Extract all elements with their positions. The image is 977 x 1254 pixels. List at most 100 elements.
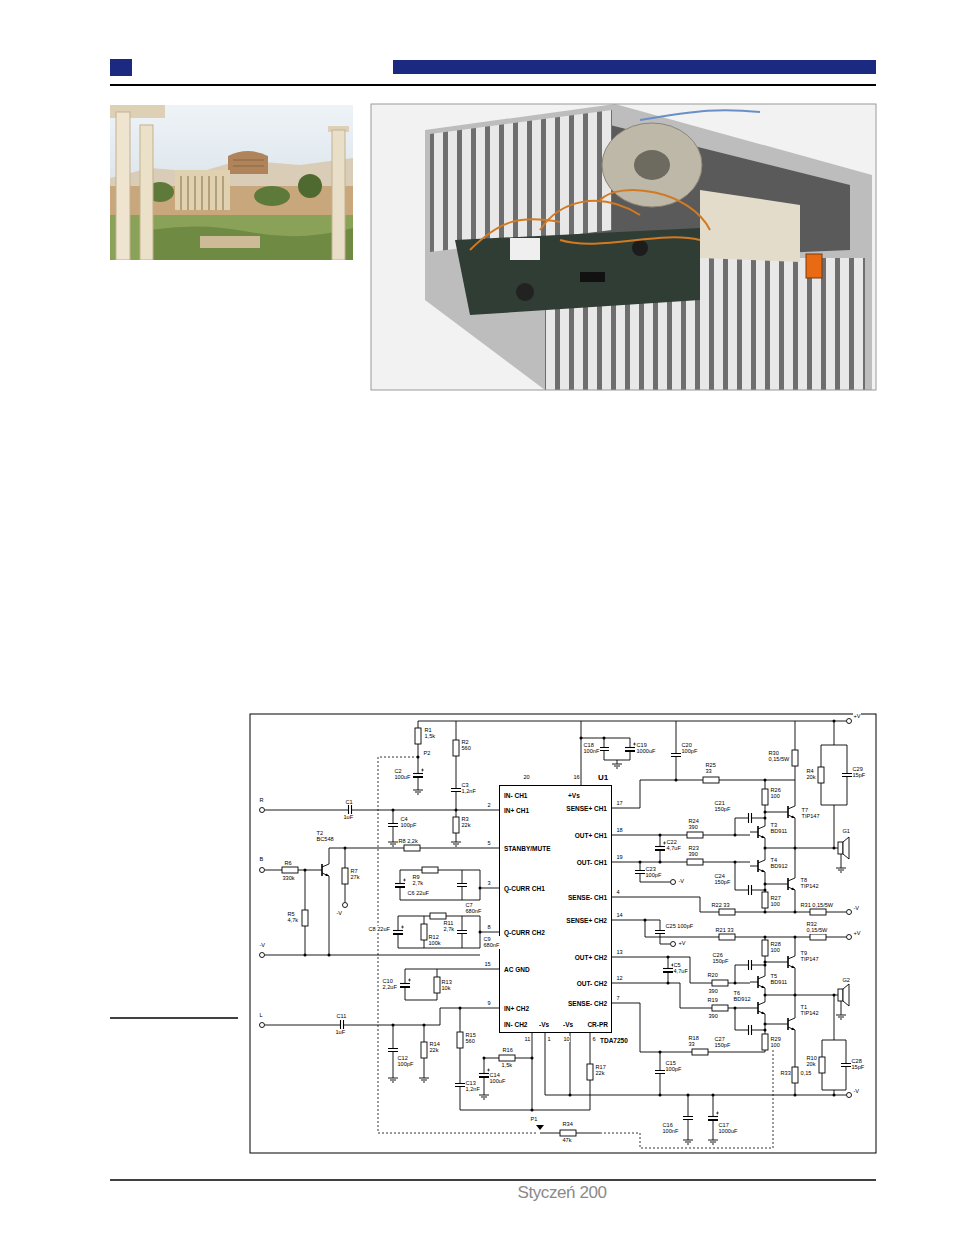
junction-dot xyxy=(659,1094,662,1097)
photo-frame xyxy=(371,104,876,390)
junction-dot xyxy=(734,834,737,837)
part-label: +V xyxy=(678,940,686,946)
part-label: C19 1000uF xyxy=(636,742,656,755)
electrolytic-symbol xyxy=(707,1112,719,1122)
pin-name: SENSE+ CH2 xyxy=(566,917,607,924)
capacitor-symbol xyxy=(456,931,468,934)
part-label: T8 TIP142 xyxy=(800,877,819,890)
part-label: R27 100 xyxy=(770,895,781,908)
pin-number: 15 xyxy=(484,961,491,967)
part-label: C10 2,2uF xyxy=(382,978,397,991)
resistor-symbol xyxy=(687,859,703,865)
pin-number: 11 xyxy=(524,1036,531,1042)
junction-dot xyxy=(833,847,836,850)
terminal-symbol xyxy=(847,935,852,940)
part-label: R xyxy=(259,797,264,803)
resistor-symbol xyxy=(792,750,798,766)
terminal-symbol xyxy=(343,903,348,908)
electrolytic-symbol xyxy=(412,769,424,779)
part-label: 47k xyxy=(562,1137,572,1143)
pin-name: AC GND xyxy=(504,966,530,973)
transistor-symbol xyxy=(780,806,795,818)
junction-dot xyxy=(328,954,331,957)
part-label: 390 xyxy=(708,988,718,994)
photo-switch xyxy=(806,254,822,278)
pin-number: 17 xyxy=(616,800,623,806)
capacitor-symbol xyxy=(749,959,752,971)
part-designator: TDA7250 xyxy=(600,1037,628,1044)
part-label: +V xyxy=(853,930,861,936)
photo-grass-shade xyxy=(150,226,353,260)
photo-pcb xyxy=(455,228,700,315)
pin-number: 7 xyxy=(616,995,620,1001)
header-rule xyxy=(110,84,876,86)
junction-dot xyxy=(392,809,395,812)
part-label: R5 4,7k xyxy=(287,911,299,924)
resistor-symbol xyxy=(762,940,768,956)
forum-photo xyxy=(110,105,353,260)
part-label: -V xyxy=(853,1088,860,1094)
part-label: R10 20k xyxy=(806,1055,817,1068)
resistor-symbol xyxy=(453,740,459,756)
ground-symbol xyxy=(413,790,423,794)
part-label: R25 33 xyxy=(705,762,716,775)
junction-dot xyxy=(423,1024,426,1027)
part-label: T3 BD911 xyxy=(770,822,788,835)
terminal-symbol xyxy=(847,910,852,915)
part-label: 1uF xyxy=(343,814,354,820)
photo-capacitor xyxy=(632,240,648,256)
resistor-symbol xyxy=(457,1032,463,1048)
pin-number: 14 xyxy=(616,912,623,918)
part-label: C9 680nF xyxy=(483,936,500,949)
junction-dot xyxy=(764,779,767,782)
capacitor-symbol xyxy=(456,884,468,887)
part-label: C6 22uF xyxy=(407,890,429,896)
junction-dot xyxy=(417,756,420,759)
part-label: 1uF xyxy=(335,1029,346,1035)
part-label: T4 BD912 xyxy=(770,857,788,870)
part-label: -V xyxy=(853,905,860,911)
junction-dot xyxy=(833,720,836,723)
part-label: R12 100k xyxy=(428,934,441,947)
resistor-symbol xyxy=(762,892,768,908)
part-label: C2 100uF xyxy=(394,768,411,781)
resistor-symbol xyxy=(302,910,308,926)
terminal-symbol xyxy=(671,880,676,885)
ic-body: U1IN- CH1+VsIN+ CH1SENSE+ CH1OUT+ CH1STA… xyxy=(499,785,612,1033)
capacitor-symbol xyxy=(749,1024,752,1036)
junction-dot xyxy=(603,737,606,740)
pin-number: 9 xyxy=(487,1000,491,1006)
photo-arches xyxy=(233,160,264,166)
part-label: R21 33 xyxy=(715,927,734,933)
junction-dot xyxy=(479,931,482,934)
part-label: C3 1,2nF xyxy=(461,782,476,795)
part-designator: U1 xyxy=(598,773,608,782)
part-label: C4 100pF xyxy=(400,816,417,829)
pin-name: IN+ CH2 xyxy=(504,1005,529,1012)
junction-dot xyxy=(734,861,737,864)
pin-name: OUT- CH2 xyxy=(577,980,607,987)
pin-name: Q-CURR CH1 xyxy=(504,885,545,892)
photo-relay xyxy=(510,238,540,260)
part-label: C11 xyxy=(336,1013,347,1019)
terminal-symbols xyxy=(260,719,852,1098)
resistor-symbols xyxy=(282,728,826,1136)
part-label: R28 100 xyxy=(770,941,781,954)
terminal-symbol xyxy=(260,1023,265,1028)
part-label: C23 100pF xyxy=(645,866,662,879)
pin-number: 1 xyxy=(547,1036,551,1042)
photo-stones xyxy=(200,236,260,248)
resistor-symbol xyxy=(810,934,826,940)
photo-transformer xyxy=(602,123,702,207)
part-label: C5 4,7uF xyxy=(673,962,688,975)
part-label: 330k xyxy=(282,875,295,881)
resistor-symbol xyxy=(421,1042,427,1058)
photo-wire xyxy=(640,110,760,120)
terminal-symbol xyxy=(260,808,265,813)
ground-symbol xyxy=(708,1140,718,1144)
part-label: C17 1000uF xyxy=(718,1122,738,1135)
resistor-symbol xyxy=(415,728,421,744)
resistor-symbol xyxy=(762,789,768,805)
footer-rule xyxy=(110,1179,876,1181)
junction-dot xyxy=(667,982,670,985)
